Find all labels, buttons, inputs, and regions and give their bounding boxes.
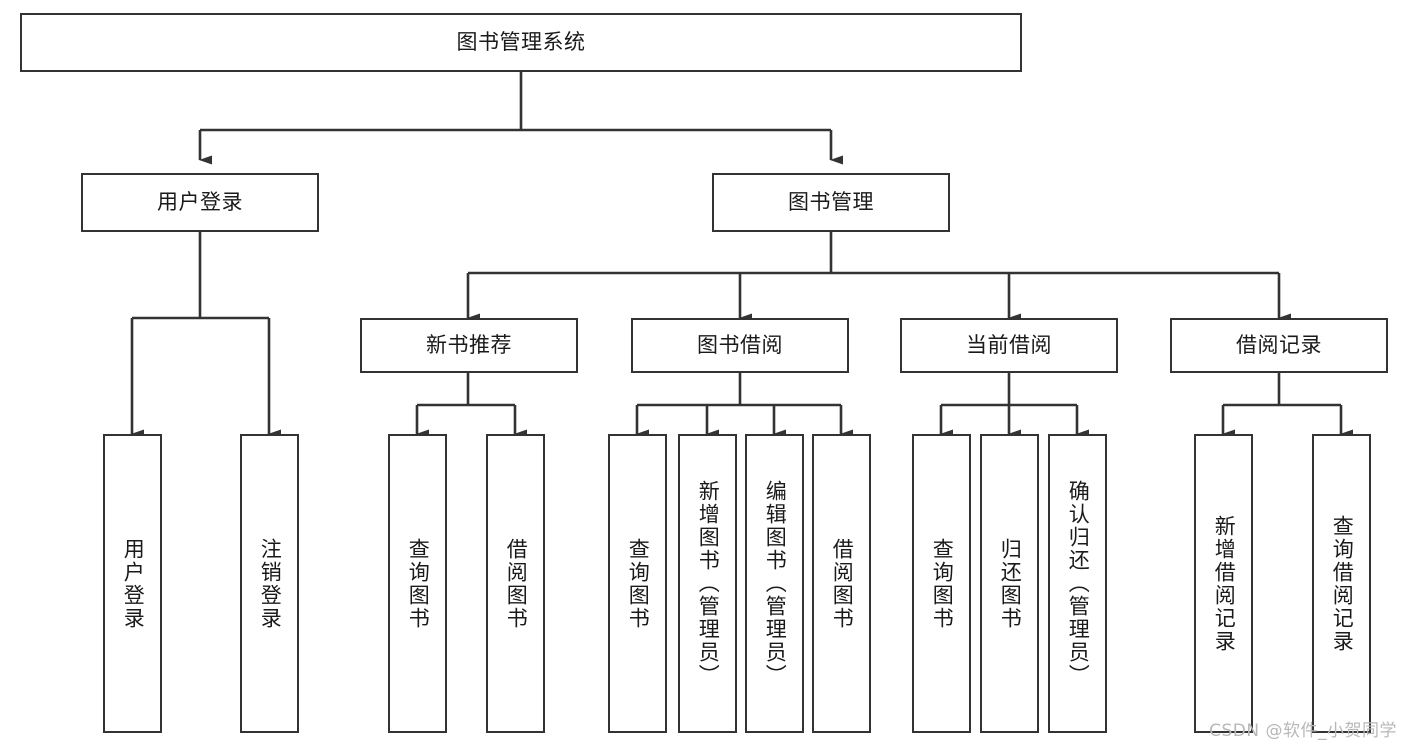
node-leaf-logout[interactable]: 注销登录 (240, 434, 299, 733)
node-leaf-query-book-current[interactable]: 查询图书 (912, 434, 971, 733)
node-label: 用户登录 (121, 537, 146, 630)
node-label: 借阅图书 (504, 537, 529, 630)
node-label: 查询借阅记录 (1330, 514, 1355, 653)
node-label: 图书管理系统 (456, 30, 586, 55)
node-current-borrow[interactable]: 当前借阅 (900, 318, 1118, 373)
node-label: 图书管理 (788, 190, 874, 215)
node-root-book-management-system[interactable]: 图书管理系统 (20, 13, 1022, 72)
node-label: 借阅图书 (830, 537, 855, 630)
node-label: 归还图书 (998, 537, 1023, 630)
node-label: 新增图书（管理员） (696, 480, 721, 687)
node-leaf-query-book-borrow[interactable]: 查询图书 (608, 434, 667, 733)
node-leaf-add-book-admin[interactable]: 新增图书（管理员） (678, 434, 737, 733)
node-leaf-return-book[interactable]: 归还图书 (980, 434, 1039, 733)
node-label: 当前借阅 (966, 333, 1052, 358)
node-leaf-confirm-return-admin[interactable]: 确认归还（管理员） (1048, 434, 1107, 733)
node-leaf-edit-book-admin[interactable]: 编辑图书（管理员） (745, 434, 804, 733)
node-borrow-record[interactable]: 借阅记录 (1170, 318, 1388, 373)
node-label: 编辑图书（管理员） (763, 480, 788, 687)
node-label: 借阅记录 (1236, 333, 1322, 358)
node-leaf-query-borrow-record[interactable]: 查询借阅记录 (1312, 434, 1371, 733)
node-label: 用户登录 (157, 190, 243, 215)
node-leaf-query-book-recommend[interactable]: 查询图书 (388, 434, 447, 733)
node-label: 查询图书 (626, 537, 651, 630)
node-label: 查询图书 (930, 537, 955, 630)
node-leaf-add-borrow-record[interactable]: 新增借阅记录 (1194, 434, 1253, 733)
node-label: 新书推荐 (426, 333, 512, 358)
node-book-management[interactable]: 图书管理 (712, 173, 950, 232)
node-leaf-borrow-book[interactable]: 借阅图书 (812, 434, 871, 733)
node-book-borrow[interactable]: 图书借阅 (631, 318, 849, 373)
node-new-book-recommend[interactable]: 新书推荐 (360, 318, 578, 373)
watermark-text: CSDN @软件_小贺同学 (1209, 721, 1397, 741)
node-leaf-borrow-book-recommend[interactable]: 借阅图书 (486, 434, 545, 733)
node-label: 注销登录 (258, 537, 283, 630)
node-label: 查询图书 (406, 537, 431, 630)
node-leaf-user-login[interactable]: 用户登录 (103, 434, 162, 733)
node-label: 新增借阅记录 (1212, 514, 1237, 653)
node-label: 图书借阅 (697, 333, 783, 358)
node-user-login[interactable]: 用户登录 (81, 173, 319, 232)
node-label: 确认归还（管理员） (1066, 480, 1091, 687)
